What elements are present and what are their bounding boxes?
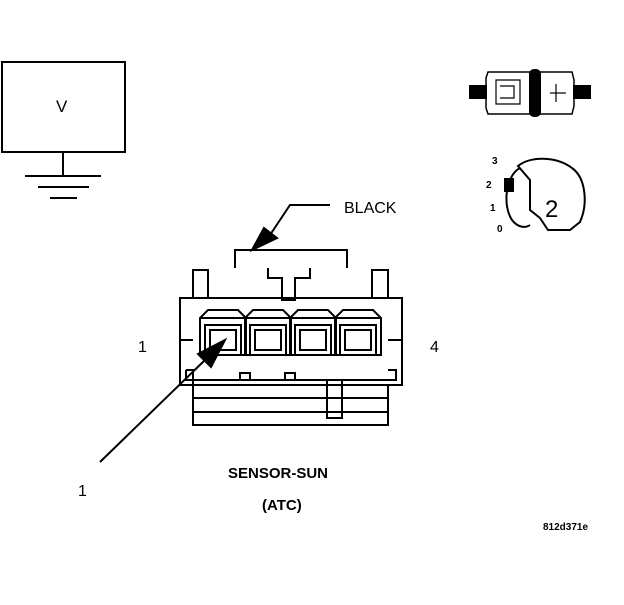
black-color-leader [249, 204, 330, 253]
dial-scale-0: 0 [497, 224, 503, 235]
pin-callout-leader [99, 337, 228, 463]
pin-1-label: 1 [138, 339, 147, 356]
connector-halves-icon [469, 69, 591, 117]
terminal-cavity-3 [289, 309, 337, 356]
dial-position-icon [504, 157, 586, 231]
voltmeter-icon [1, 61, 126, 199]
terminal-cavity-1 [199, 309, 247, 356]
callout-number: 1 [78, 483, 87, 500]
terminal-cavity-4 [334, 309, 382, 356]
dial-scale-2: 2 [486, 180, 492, 191]
meter-symbol: V [56, 97, 68, 116]
pin-4-label: 4 [430, 339, 439, 356]
dial-scale-1: 1 [490, 203, 496, 214]
terminal-cavity-2 [244, 309, 292, 356]
component-title: SENSOR-SUN [228, 465, 328, 482]
figure-code: 812d371e [543, 522, 588, 533]
black-color-label: BLACK [344, 200, 397, 217]
component-subtitle: (ATC) [262, 497, 302, 514]
connector-body [179, 249, 403, 426]
dial-scale-3: 3 [492, 156, 498, 167]
dial-setting: 2 [545, 196, 558, 223]
